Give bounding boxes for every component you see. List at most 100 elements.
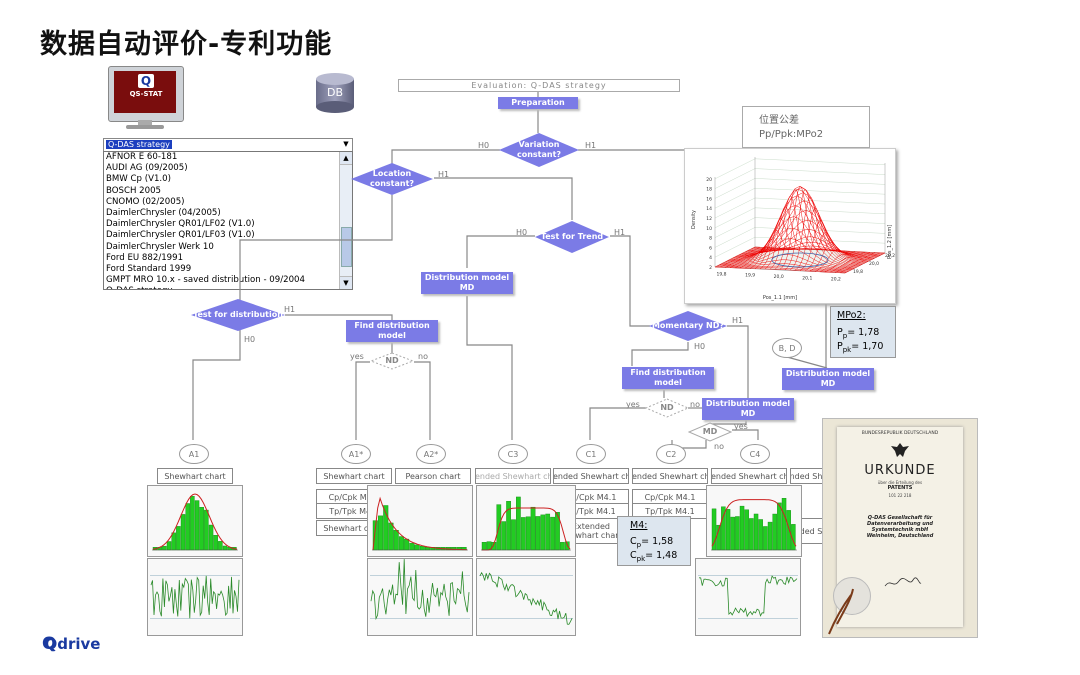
dist-model-md-box: Distribution model MD <box>421 272 513 294</box>
strategy-option[interactable]: BOSCH 2005 <box>106 185 162 196</box>
m4-box: M4: Cp= 1,58 Cpk= 1,48 <box>617 516 691 566</box>
node-c2: C2 <box>656 444 686 464</box>
histogram-bar <box>481 542 487 551</box>
h0-label-4: H0 <box>694 342 706 351</box>
run-chart-4 <box>695 558 801 636</box>
trend-decision: Test for Trend <box>534 220 610 254</box>
y-tick-label: 20,0 <box>869 261 879 267</box>
density-curve <box>482 507 571 551</box>
y-tick-label: 19,8 <box>853 269 863 275</box>
patent-certificate: BUNDESREPUBLIK DEUTSCHLAND URKUNDE über … <box>822 418 978 638</box>
histogram-bar <box>190 496 195 551</box>
strategy-option[interactable]: Ford EU 882/1991 <box>106 252 184 263</box>
strategy-option[interactable]: DaimlerChrysler (04/2005) <box>106 208 221 219</box>
h1-label-4: H1 <box>284 305 296 314</box>
histogram-bar <box>530 506 536 551</box>
dist-model-md-box-2: Distribution model MD <box>702 398 794 420</box>
chart-label-4: Extended Shewhart chart <box>475 468 551 484</box>
histogram-bar <box>419 546 425 551</box>
z-tick-label: 8 <box>709 236 712 242</box>
y-axis-label: Pos_1.2 [mm] <box>887 225 893 259</box>
scroll-up-icon[interactable]: ▲ <box>340 152 352 165</box>
histogram-bar <box>185 503 190 551</box>
histogram-bar <box>378 515 384 551</box>
histogram-bar <box>199 507 204 551</box>
yes-label-2: yes <box>626 400 640 409</box>
q-logo-icon: Q <box>138 74 154 88</box>
histogram-bar <box>166 541 172 551</box>
run-line <box>698 575 798 618</box>
histogram-bar <box>171 532 176 551</box>
certificate-patents: PATENTS <box>887 485 913 491</box>
dist-model-md-box-3: Distribution model MD <box>782 368 874 390</box>
scroll-thumb[interactable] <box>341 227 352 267</box>
scroll-down-icon[interactable]: ▼ <box>340 276 352 289</box>
strategy-option[interactable]: AUDI AG (09/2005) <box>106 163 188 174</box>
chart-label-1: Shewhart chart <box>157 468 233 484</box>
strategy-option[interactable]: DaimlerChrysler QR01/LF03 (V1.0) <box>106 230 255 241</box>
strategy-selected: Q-DAS strategy <box>106 140 172 149</box>
x-tick-label: 19,8 <box>716 271 726 277</box>
histogram-bar <box>545 513 551 551</box>
histogram-bar <box>414 544 420 551</box>
strategy-option[interactable]: CNOMO (02/2005) <box>106 196 185 207</box>
distribution-test-decision: Test for distribution <box>190 298 286 332</box>
strategy-option[interactable]: BMW Cp (V1.0) <box>106 174 171 185</box>
histogram-bar <box>758 519 763 551</box>
md-decision: MD <box>687 422 733 442</box>
run-line <box>479 571 573 625</box>
qdrive-logo: Q Qdrive <box>42 634 101 654</box>
database-icon: DB <box>314 72 356 114</box>
nd-decision-2: ND <box>644 398 690 418</box>
h0-label: H0 <box>478 141 490 150</box>
z-tick-label: 16 <box>706 196 712 202</box>
histogram-bar <box>786 510 791 551</box>
h0-label-3: H0 <box>244 335 256 344</box>
histogram-bar <box>511 519 516 551</box>
node-a1-star: A1* <box>341 444 371 464</box>
strategy-option[interactable]: Q-DAS strategy <box>106 286 305 289</box>
run-line <box>150 575 240 619</box>
histogram-bar <box>409 542 415 551</box>
momentary-nd-decision: Momentary ND? <box>648 310 728 342</box>
find-dist-box-2: Find distribution model <box>622 367 714 389</box>
histogram-bar <box>525 516 531 551</box>
qs-stat-label: QS-STAT <box>129 90 163 98</box>
histogram-1 <box>147 485 243 557</box>
histogram-bar <box>520 517 526 551</box>
strategy-option[interactable]: AFNOR E 60-181 <box>106 152 178 162</box>
histogram-bar <box>772 513 777 551</box>
z-tick-label: 14 <box>706 206 712 212</box>
histogram-bar <box>730 516 735 551</box>
strategy-option[interactable]: DaimlerChrysler QR01/LF02 (V1.0) <box>106 219 255 230</box>
list-scrollbar[interactable]: ▲ ▼ <box>339 152 352 289</box>
signature <box>883 574 923 587</box>
histogram-bar <box>393 529 399 551</box>
yes-label-1: yes <box>350 352 364 361</box>
histogram-bar <box>180 514 186 551</box>
z-tick-label: 18 <box>706 187 712 193</box>
chevron-down-icon[interactable]: ▼ <box>343 140 349 148</box>
node-bd: B, D <box>772 338 802 358</box>
no-label-2: no <box>690 400 700 409</box>
chart-label-6: Extended Shewhart chart <box>632 468 708 484</box>
strategy-option[interactable]: DaimlerChrysler Werk 10 <box>106 241 214 252</box>
preparation-box: Preparation <box>498 97 578 109</box>
histogram-bar <box>404 538 410 551</box>
histogram-bar <box>749 518 754 551</box>
nd-decision-1: ND <box>369 352 415 370</box>
chart-label-5: Extended Shewhart chart <box>553 468 629 484</box>
strategy-option[interactable]: GMPT MRO 10.x - saved distribution - 09/… <box>106 275 305 286</box>
histogram-bar <box>744 509 749 551</box>
h1-label: H1 <box>585 141 597 150</box>
histogram-bar <box>218 541 223 551</box>
strategy-option[interactable]: Ford Standard 1999 <box>106 264 192 275</box>
density-curve <box>711 499 797 547</box>
variation-decision: Variation constant? <box>498 132 580 168</box>
histogram-bar <box>535 516 541 551</box>
no-label-1: no <box>418 352 428 361</box>
node-c1: C1 <box>576 444 606 464</box>
z-tick-label: 6 <box>709 245 712 251</box>
